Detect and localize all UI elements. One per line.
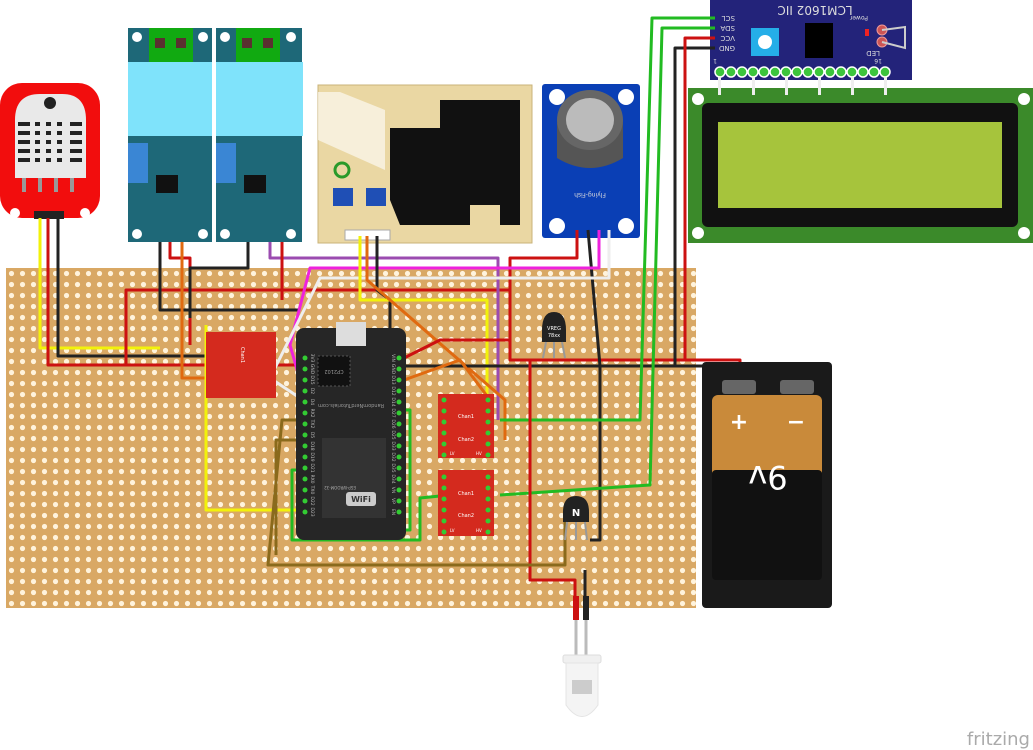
- pin-label: TX0: [309, 485, 315, 495]
- pin-label: D27: [390, 408, 396, 417]
- pin-first-label: 1: [713, 57, 717, 64]
- level-shifter-2: Chan1 Chan2 LV HV: [438, 394, 494, 458]
- pin-sda-label: SDA: [720, 24, 735, 32]
- wire-brown: [274, 438, 300, 555]
- pin-label: D23: [309, 507, 315, 516]
- pin-label: D12: [390, 386, 396, 395]
- fritzing-logo: fritzing: [967, 729, 1030, 750]
- esp32-board: CP2102 RandomNerdTutorials.com ESP-WROOM…: [296, 322, 406, 540]
- chan2-label: Chan2: [458, 513, 474, 519]
- lcd-display: [688, 88, 1033, 243]
- npn-transistor: N: [563, 496, 589, 541]
- wire-black: [158, 242, 300, 312]
- pin-label: D22: [309, 496, 315, 505]
- wifi-logo: WiFi: [351, 495, 371, 504]
- voltage-sensor-module-1: [128, 28, 212, 242]
- pin-label: D13: [390, 375, 396, 384]
- esp32-module-label: ESP-WROOM-32: [324, 485, 356, 490]
- pin-label: D35: [390, 463, 396, 472]
- pin-label: D26: [390, 419, 396, 428]
- pin-label: VIN: [390, 354, 396, 362]
- pin-label: EN: [390, 509, 396, 515]
- pin-label: VN: [390, 487, 396, 493]
- level-shifter-1: Chan1: [206, 332, 276, 398]
- battery-plus-label: +: [730, 410, 748, 435]
- pin-label: D14: [390, 397, 396, 406]
- lv-label: LV: [450, 528, 455, 533]
- level-shifter-3: Chan1 Chan2 LV HV: [438, 470, 494, 536]
- wire-orange: [180, 242, 210, 380]
- pin-label: D2: [309, 388, 315, 394]
- chan1-label: Chan1: [458, 491, 474, 497]
- pin-label: TX2: [309, 419, 315, 429]
- wire-green: [499, 26, 715, 497]
- pin-label: D18: [309, 441, 315, 450]
- voltage-regulator: VREG 78xx: [542, 312, 566, 359]
- lcd-title: LCM1602 IIC: [777, 3, 852, 17]
- wire-black: [56, 218, 210, 358]
- pin-last-label: 16: [874, 57, 882, 64]
- vreg-label: VREG: [547, 326, 561, 332]
- wire-yellow: [358, 236, 489, 400]
- wire-red: [683, 36, 715, 360]
- lv-label: LV: [450, 451, 455, 456]
- wire-green: [500, 16, 715, 422]
- esp32-right-pin-labels: VIN GND D13 D12 D14 D27 D26 D25 D33 D32 …: [390, 354, 396, 515]
- wire-black: [586, 229, 602, 542]
- pin-label: D4: [309, 399, 315, 405]
- battery-minus-label: −: [787, 410, 805, 435]
- wire-yellow: [38, 218, 160, 350]
- wire-black: [673, 46, 715, 366]
- esp32-maker-label: RandomNerdTutorials.com: [318, 402, 384, 408]
- wire-red: [403, 338, 510, 360]
- esp32-left-pin-labels: 3V3 GND D15 D2 D4 RX2 TX2 D5 D18 D19 D21…: [309, 354, 315, 517]
- wire-brown: [266, 418, 567, 567]
- pin-label: D21: [309, 463, 315, 472]
- pin-label: D34: [390, 474, 396, 483]
- wire-black: [188, 242, 250, 318]
- pin-gnd-label: GND: [719, 44, 735, 52]
- hv-label: HV: [476, 528, 482, 533]
- pin-label: D32: [390, 452, 396, 461]
- pin-label: D15: [309, 375, 315, 384]
- mq-sensor-label: Flying-Fish: [574, 191, 606, 198]
- pin-scl-label: SCL: [722, 14, 735, 22]
- pin-label: D5: [309, 432, 315, 438]
- dht22-sensor: [0, 83, 100, 219]
- 9v-battery: + − 9v: [702, 362, 832, 608]
- wires: [38, 16, 824, 620]
- pin-label: 3V3: [309, 354, 315, 363]
- wire-white: [268, 230, 611, 400]
- wire-magenta: [288, 230, 601, 381]
- hv-label: HV: [476, 451, 482, 456]
- pin-vcc-label: VCC: [720, 34, 735, 42]
- mq-gas-sensor: Flying-Fish: [542, 84, 640, 238]
- transistor-label: N: [572, 508, 580, 519]
- battery-voltage-label: 9v: [748, 458, 787, 496]
- pin-label: D25: [390, 430, 396, 439]
- led: [562, 596, 602, 717]
- voltage-sensor-module-2: [216, 28, 303, 242]
- power-label: Power: [849, 14, 868, 21]
- dust-sensor: [317, 84, 533, 244]
- pin-label: GND: [309, 364, 315, 375]
- pin-label: RX0: [309, 474, 315, 483]
- chan1-label: Chan1: [458, 414, 474, 420]
- chan1-label: Chan1: [239, 347, 245, 363]
- led-label: LED: [866, 49, 880, 57]
- esp32-chip-label: CP2102: [324, 368, 343, 374]
- pin-label: D33: [390, 441, 396, 450]
- pin-label: GND: [390, 364, 396, 375]
- pin-label: VP: [390, 498, 396, 504]
- wire-red: [508, 230, 579, 290]
- vreg-sub-label: 78xx: [548, 333, 560, 339]
- pin-label: RX2: [309, 408, 315, 417]
- chan2-label: Chan2: [458, 437, 474, 443]
- pin-label: D19: [309, 452, 315, 461]
- i2c-backpack: LCM1602 IIC SCL SDA VCC GND Power LED 1 …: [710, 0, 912, 95]
